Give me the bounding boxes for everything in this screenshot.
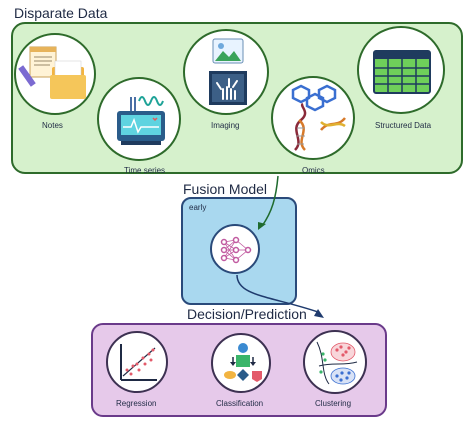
dna-molecule-icon (291, 84, 346, 151)
neural-network-icon (220, 236, 252, 264)
regression-icon (120, 344, 157, 381)
notes-icon (18, 46, 86, 99)
clustering-icon (316, 341, 358, 385)
spreadsheet-icon (373, 50, 431, 94)
structured-data-label: Structured Data (375, 121, 432, 130)
decision-title: Decision/Prediction (187, 306, 307, 322)
disparate-data-title: Disparate Data (14, 5, 108, 21)
fusion-early-label: early (189, 203, 207, 212)
fusion-circle (210, 224, 260, 274)
clustering-label: Clustering (315, 399, 352, 408)
time-series-circle (97, 77, 181, 161)
notes-label: Notes (42, 121, 63, 130)
regression-label: Regression (116, 399, 157, 408)
classification-label: Classification (216, 399, 264, 408)
classification-circle (211, 333, 271, 393)
notes-circle (14, 33, 96, 115)
structured-data-circle (357, 26, 445, 114)
classification-icon (224, 343, 262, 382)
omics-label: Omics (302, 166, 325, 175)
clustering-circle (303, 330, 367, 394)
regression-circle (106, 331, 168, 393)
omics-circle (271, 76, 355, 160)
imaging-circle (183, 29, 269, 115)
monitor-icon (117, 96, 165, 145)
imaging-icon (209, 38, 247, 105)
time-series-label: Time series (124, 166, 166, 175)
fusion-model-title: Fusion Model (183, 181, 268, 197)
imaging-label: Imaging (211, 121, 240, 130)
